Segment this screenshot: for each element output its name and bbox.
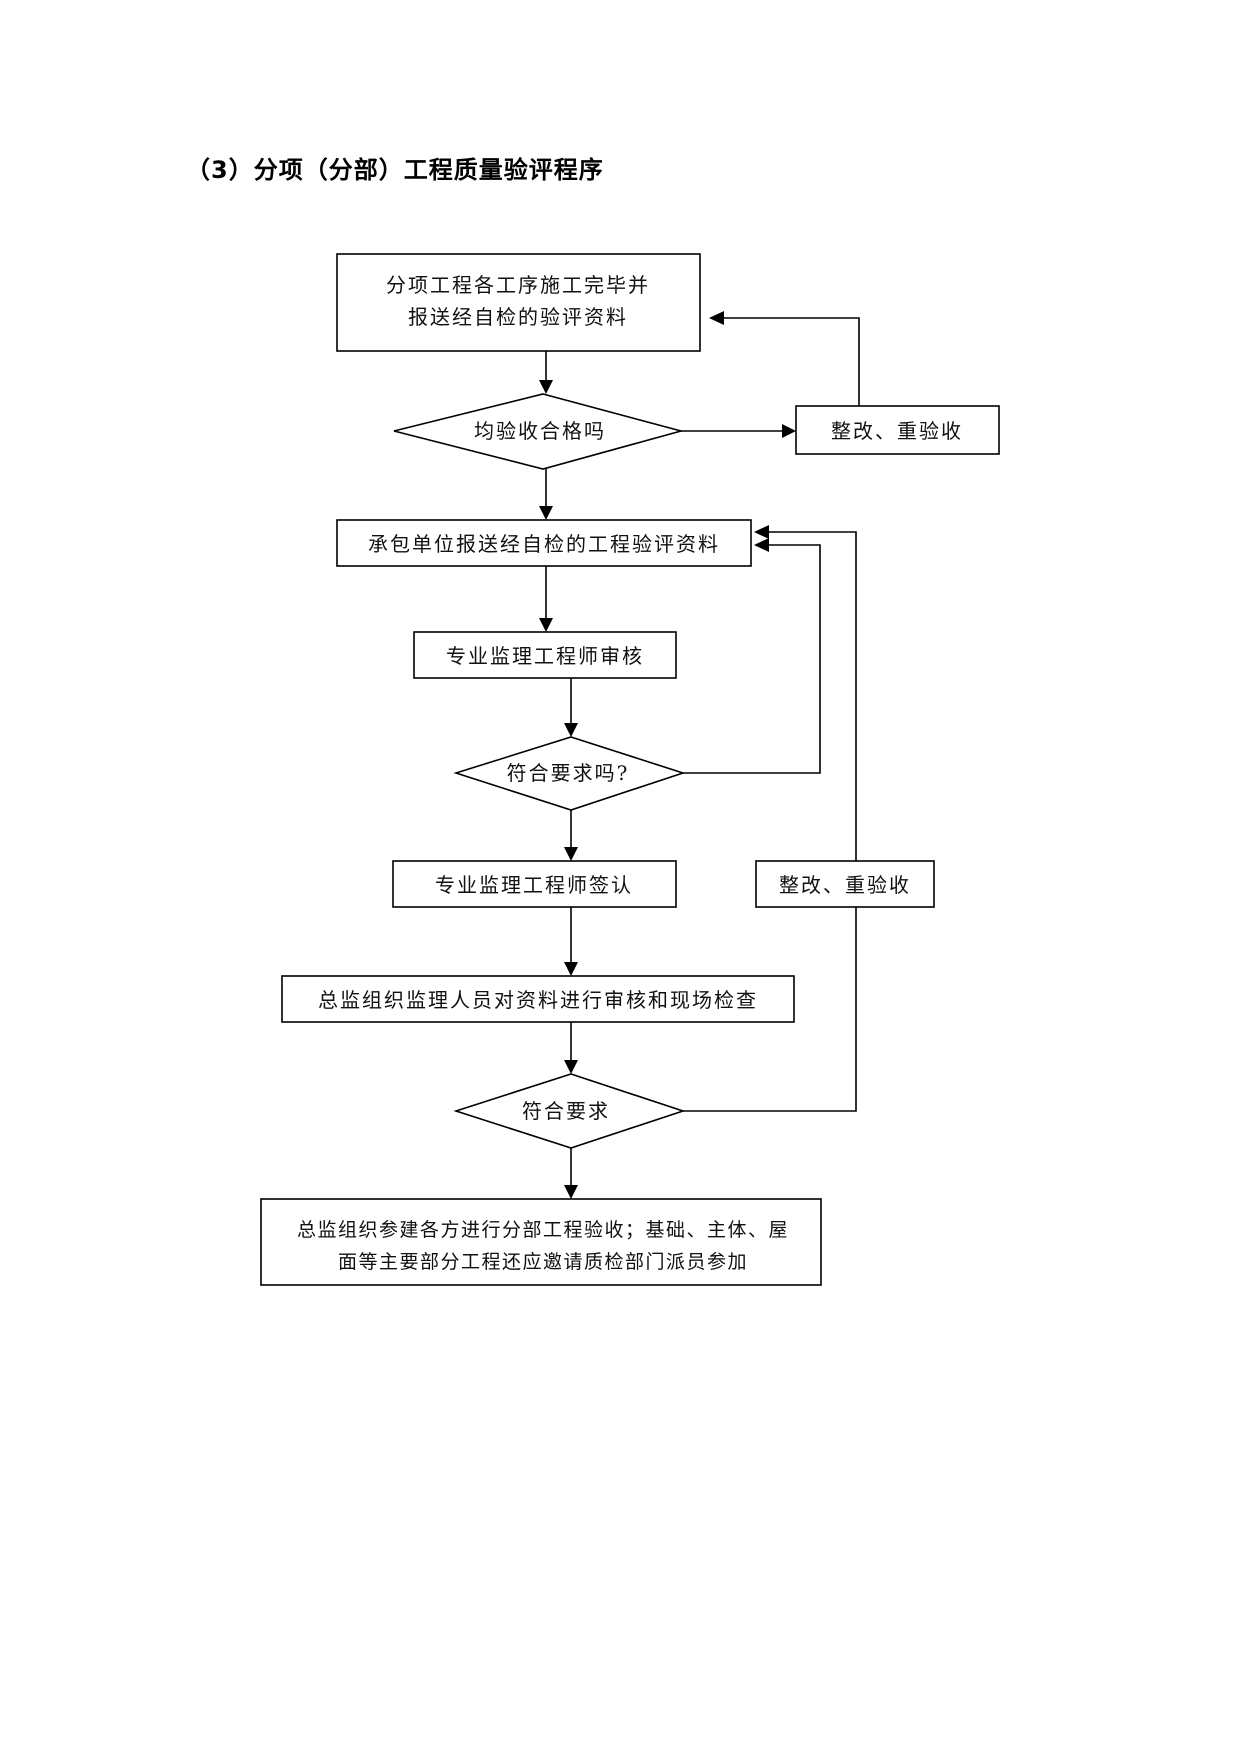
node-engineer-sign-label: 专业监理工程师签认 bbox=[435, 873, 633, 897]
arrow-to-chief-inspect bbox=[564, 907, 578, 976]
arrow-to-engineer-sign bbox=[564, 810, 578, 861]
node-submit-self-check-line2: 报送经自检的验评资料 bbox=[408, 305, 628, 329]
arrow-meets-req-1-loop bbox=[683, 538, 821, 774]
document-title: （3）分项（分部）工程质量验评程序 bbox=[186, 156, 604, 184]
arrow-to-meets-req-2 bbox=[564, 1022, 578, 1074]
node-engineer-sign: 专业监理工程师签认 bbox=[392, 860, 677, 908]
decision-meets-requirements-2: 符合要求 bbox=[453, 1073, 686, 1149]
node-chief-acceptance-line1: 总监组织参建各方进行分部工程验收；基础、主体、屋 bbox=[297, 1219, 789, 1241]
decision-all-accepted: 均验收合格吗 bbox=[393, 393, 685, 470]
node-chief-acceptance-line2: 面等主要部分工程还应邀请质检部门派员参加 bbox=[338, 1251, 748, 1273]
node-submit-self-check: 分项工程各工序施工完毕并 报送经自检的验评资料 bbox=[336, 253, 701, 352]
node-contractor-submit: 承包单位报送经自检的工程验评资料 bbox=[336, 519, 752, 567]
node-engineer-review-label: 专业监理工程师审核 bbox=[446, 644, 644, 668]
arrow-rectify-1-loop bbox=[709, 311, 860, 406]
arrow-to-chief-acceptance bbox=[564, 1148, 578, 1199]
node-submit-self-check-line1: 分项工程各工序施工完毕并 bbox=[386, 273, 650, 297]
arrow-meets-req-2-loop bbox=[683, 525, 857, 1112]
arrow-to-contractor-submit bbox=[539, 469, 553, 520]
node-engineer-review: 专业监理工程师审核 bbox=[413, 631, 677, 679]
decision-meets-requirements-1-label: 符合要求吗? bbox=[507, 761, 630, 785]
node-rectify-2: 整改、重验收 bbox=[755, 860, 935, 908]
arrow-to-rectify-1 bbox=[681, 424, 796, 438]
arrow-to-meets-req-1 bbox=[564, 678, 578, 737]
node-rectify-1: 整改、重验收 bbox=[795, 405, 1000, 455]
decision-all-accepted-label: 均验收合格吗 bbox=[474, 419, 606, 443]
decision-meets-requirements-1: 符合要求吗? bbox=[453, 736, 686, 811]
node-chief-acceptance: 总监组织参建各方进行分部工程验收；基础、主体、屋 面等主要部分工程还应邀请质检部… bbox=[260, 1198, 822, 1286]
decision-meets-requirements-2-label: 符合要求 bbox=[522, 1099, 610, 1123]
node-chief-inspect-label: 总监组织监理人员对资料进行审核和现场检查 bbox=[318, 988, 758, 1012]
node-chief-inspect: 总监组织监理人员对资料进行审核和现场检查 bbox=[281, 975, 795, 1023]
node-rectify-2-label: 整改、重验收 bbox=[779, 873, 911, 897]
arrow-to-all-accepted bbox=[539, 351, 553, 394]
arrow-to-engineer-review bbox=[539, 566, 553, 632]
node-contractor-submit-label: 承包单位报送经自检的工程验评资料 bbox=[368, 532, 720, 556]
node-rectify-1-label: 整改、重验收 bbox=[831, 419, 963, 443]
